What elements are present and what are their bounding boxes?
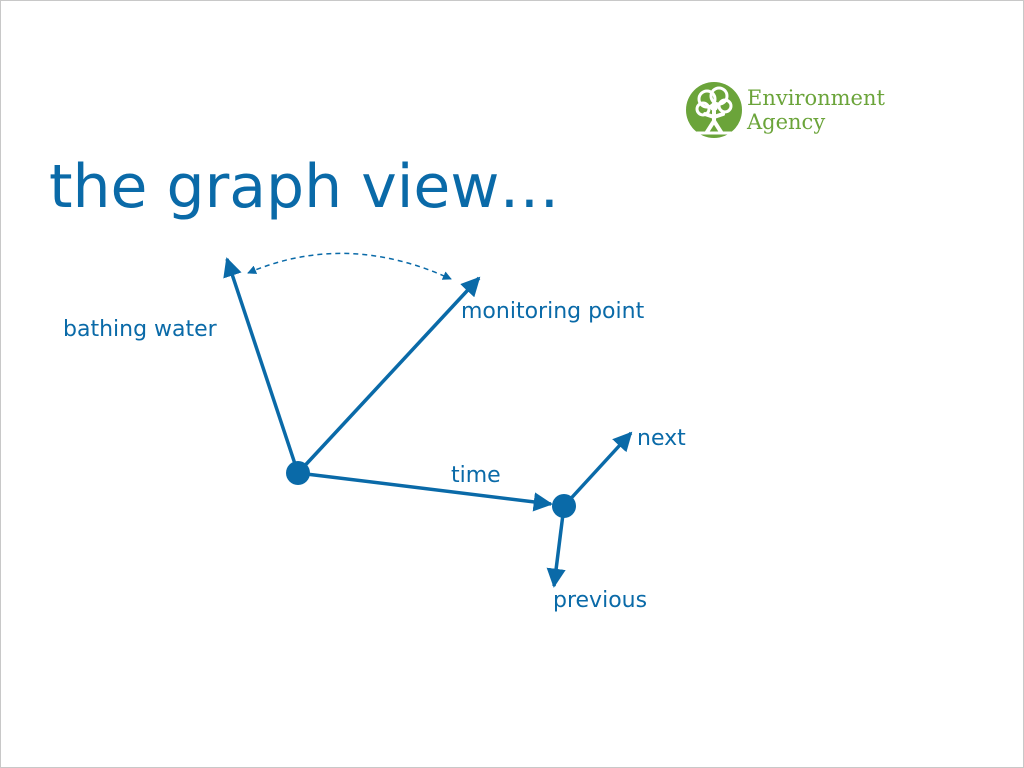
logo-line-environment: Environment bbox=[747, 86, 885, 110]
observation-node bbox=[286, 461, 310, 485]
bathing-water-label: bathing water bbox=[63, 317, 217, 342]
monitoring-point-edge bbox=[296, 276, 481, 475]
bathing-water-edge bbox=[223, 257, 300, 474]
monitoring-point-label: monitoring point bbox=[461, 299, 645, 324]
next-edge bbox=[562, 431, 633, 508]
logo-wordmark: Environment Agency bbox=[747, 86, 885, 134]
tree-figure-icon bbox=[686, 82, 742, 138]
logo-line-agency: Agency bbox=[747, 110, 826, 134]
environment-agency-logo: Environment Agency bbox=[685, 80, 905, 142]
next-label: next bbox=[637, 426, 686, 451]
time-edge bbox=[297, 471, 553, 512]
previous-label: previous bbox=[553, 588, 648, 613]
previous-edge bbox=[546, 505, 566, 588]
time-label: time bbox=[451, 463, 501, 488]
next-observation-node bbox=[552, 494, 576, 518]
page-title: the graph view… bbox=[49, 152, 560, 222]
angle-arc-arrow bbox=[247, 252, 452, 280]
